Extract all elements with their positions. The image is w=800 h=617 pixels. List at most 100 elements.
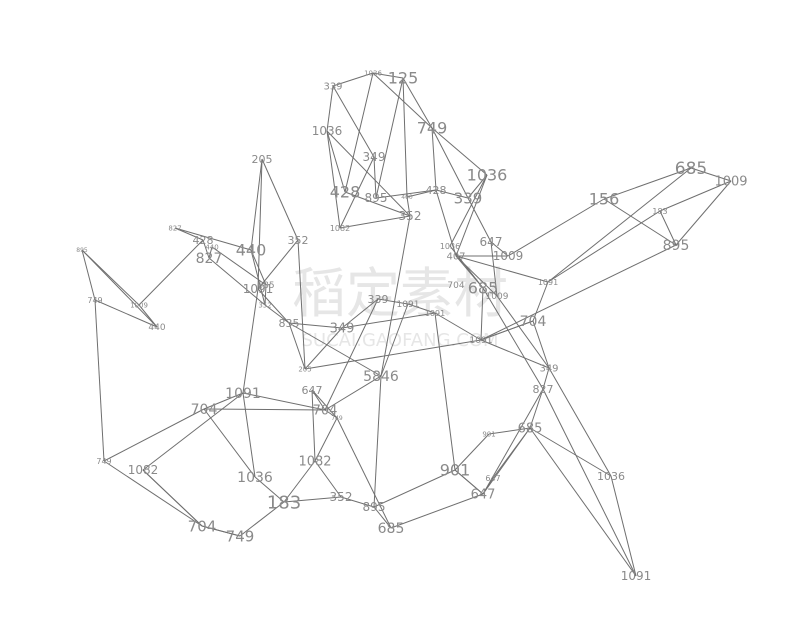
edge-line (341, 312, 436, 329)
edge-line (372, 72, 404, 79)
edge-line (339, 156, 375, 229)
edge-line (336, 417, 392, 529)
edge-line (547, 167, 692, 283)
node-label: 205 (298, 365, 311, 373)
node-label: 349 (539, 364, 558, 375)
edge-line (507, 198, 605, 257)
node-label: 352 (258, 301, 271, 309)
node-label: 1036 (440, 242, 460, 251)
edge-line (529, 388, 544, 429)
node-label: 1009 (130, 301, 148, 309)
edge-line (288, 322, 343, 329)
edge-line (254, 476, 285, 503)
node-label: 685 (468, 279, 499, 298)
node-label: 749 (417, 119, 448, 138)
node-label: 407 (446, 252, 465, 263)
edge-line (690, 167, 732, 182)
edge-line (480, 287, 484, 341)
edge-line (81, 249, 158, 328)
edge-line (490, 241, 498, 297)
node-label: 685 (675, 159, 707, 179)
edge-line (542, 388, 637, 577)
edge-line (202, 239, 210, 259)
node-label: 704 (520, 314, 547, 330)
node-label: 205 (252, 153, 273, 166)
node-label: 1036 (597, 470, 625, 483)
edge-line (103, 460, 203, 527)
node-label: 1036 (312, 124, 343, 138)
edge-line (434, 312, 482, 341)
edge-line (250, 158, 263, 251)
node-label: 352 (330, 490, 353, 504)
edge-line (496, 295, 550, 369)
edge-line (467, 174, 488, 199)
node-label: 1036 (467, 166, 508, 185)
node-label: 835 (279, 317, 300, 330)
edge-line (304, 339, 482, 370)
node-label: 685 (518, 422, 543, 437)
edge-line (380, 303, 409, 377)
node-label: 901 (440, 461, 471, 480)
node-label: 428 (330, 183, 361, 202)
edge-line (81, 249, 140, 306)
edge-line (431, 127, 437, 191)
node-label: 1091 (225, 386, 261, 402)
edge-line (532, 281, 549, 322)
edge-line (455, 174, 488, 257)
edge-line (406, 196, 411, 217)
edge-line (449, 174, 488, 247)
node-label: 901 (482, 430, 495, 438)
edge-line (488, 427, 531, 435)
edge-line (257, 288, 290, 324)
node-label: 749 (87, 296, 102, 305)
edge-line (208, 246, 213, 259)
edge-line (610, 475, 637, 577)
edge-line (326, 85, 334, 132)
edge-line (340, 496, 375, 508)
edge-line (380, 215, 411, 377)
node-label: 827 (533, 383, 554, 396)
node-label: 440 (205, 243, 218, 251)
edge-line (548, 367, 612, 477)
edge-line (332, 85, 375, 158)
edge-line (326, 130, 411, 217)
edge-line (490, 241, 509, 257)
edge-line (250, 249, 266, 306)
node-label: 428 (193, 234, 214, 247)
edge-line (431, 127, 488, 176)
edge-line (402, 77, 408, 198)
edge-line (81, 249, 96, 301)
node-label: 895 (365, 191, 388, 205)
node-label: 1091 (621, 569, 652, 583)
edge-line (203, 408, 326, 411)
edge-line (326, 130, 341, 229)
edge-line (480, 339, 550, 369)
node-label: 749 (226, 527, 255, 545)
node-label: 827 (168, 224, 181, 232)
node-label: 183 (267, 492, 301, 513)
node-label: 1091 (538, 278, 558, 287)
edge-line (402, 77, 433, 129)
node-label: 428 (426, 184, 447, 197)
edge-line (454, 433, 490, 471)
node-label: 827 (196, 251, 223, 267)
node-label: 440 (236, 241, 267, 260)
edge-line (103, 408, 205, 462)
edge-line (482, 388, 544, 495)
edge-line (377, 298, 409, 305)
node-label: 647 (302, 384, 323, 397)
node-label: 352 (399, 209, 422, 223)
node-label: 1082 (298, 455, 331, 470)
edge-line (283, 496, 342, 503)
edge-line (482, 427, 531, 495)
edge-line (314, 417, 338, 462)
edge-group (81, 72, 732, 577)
node-label: 1091 (243, 282, 274, 296)
edge-line (142, 392, 244, 471)
node-label: 647 (485, 474, 500, 483)
edge-line (435, 189, 469, 199)
node-label: 685 (378, 521, 405, 537)
node-label: 704 (191, 402, 218, 418)
